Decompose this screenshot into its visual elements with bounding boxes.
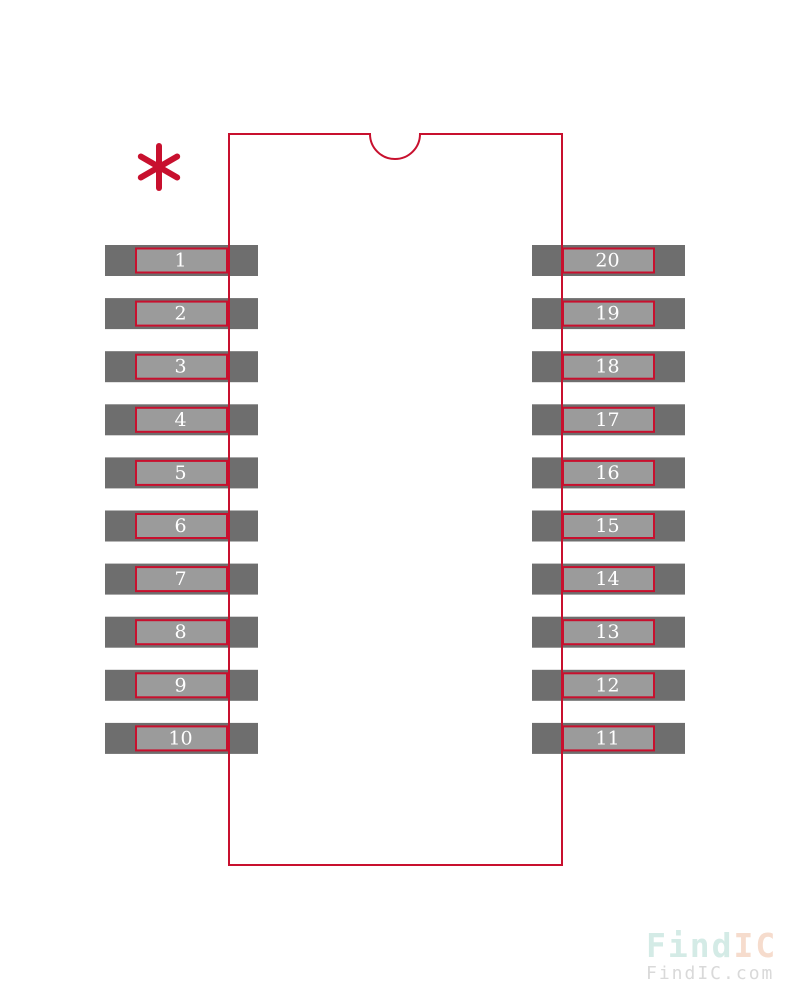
pin-pad-14: 14: [532, 563, 685, 595]
pin-number-label: 13: [595, 621, 619, 643]
pin-number-label: 15: [595, 515, 619, 537]
pin-pad-11: 11: [532, 722, 685, 754]
pin-number-label: 16: [595, 462, 619, 484]
pin-number-label: 3: [174, 356, 186, 378]
pin-pad-3: 3: [105, 351, 258, 383]
pad-inner-outline: [135, 459, 228, 486]
pin-number-label: 9: [174, 674, 186, 696]
pin-pad-20: 20: [532, 245, 685, 276]
pin-number-label: 20: [595, 250, 619, 272]
findic-logo: FindIC: [646, 926, 775, 965]
pin-pad-2: 2: [105, 298, 258, 330]
pin-pad-13: 13: [532, 616, 685, 648]
pad-inner-outline: [135, 353, 228, 380]
pin-pad-9: 9: [105, 669, 258, 701]
pin-pad-7: 7: [105, 563, 258, 595]
pad-inner-outline: [562, 247, 655, 274]
pin-pad-6: 6: [105, 510, 258, 542]
pad-inner-outline: [135, 406, 228, 433]
logo-part-ic: IC: [733, 926, 778, 965]
asterisk-stroke: [137, 153, 181, 181]
pin-pad-15: 15: [532, 510, 685, 542]
pin-number-label: 17: [595, 409, 619, 431]
pin-number-label: 4: [174, 409, 186, 431]
pad-inner-outline: [562, 353, 655, 380]
pad-inner-outline: [135, 619, 228, 646]
pin-number-label: 10: [168, 727, 192, 749]
pad-inner-outline: [562, 619, 655, 646]
pin-number-label: 8: [174, 621, 186, 643]
pad-inner-outline: [135, 247, 228, 274]
pin-pad-16: 16: [532, 457, 685, 489]
pin-pad-17: 17: [532, 404, 685, 436]
pin-number-label: 6: [174, 515, 186, 537]
pin-pad-1: 1: [105, 245, 258, 276]
pin-number-label: 1: [174, 250, 186, 272]
pin-number-label: 12: [595, 674, 619, 696]
pad-inner-outline: [135, 513, 228, 539]
pin-number-label: 19: [595, 303, 619, 325]
pad-inner-outline: [135, 566, 228, 593]
pin-pad-18: 18: [532, 351, 685, 383]
pin-number-label: 11: [595, 727, 619, 749]
pin-pad-12: 12: [532, 669, 685, 701]
ic-body-outline: [228, 133, 563, 866]
findic-url: FindIC.com: [646, 963, 775, 984]
pin-number-label: 5: [174, 462, 186, 484]
pad-inner-outline: [135, 300, 228, 327]
pin-pad-5: 5: [105, 457, 258, 489]
pin-pad-10: 10: [105, 722, 258, 754]
pin-number-label: 18: [595, 356, 619, 378]
logo-part-find: Find: [646, 926, 734, 965]
pin-number-label: 2: [174, 303, 186, 325]
pin-pad-4: 4: [105, 404, 258, 436]
pad-inner-outline: [562, 300, 655, 327]
pad-inner-outline: [135, 672, 228, 699]
pad-inner-outline: [562, 725, 655, 752]
findic-watermark: FindIC FindIC.com: [646, 926, 775, 984]
pad-inner-outline: [562, 513, 655, 539]
pin-pad-8: 8: [105, 616, 258, 648]
pin-number-label: 7: [174, 568, 186, 590]
pad-inner-outline: [135, 725, 228, 752]
pin1-marker-icon: [137, 143, 181, 191]
pin-number-label: 14: [595, 568, 619, 590]
pin-pad-19: 19: [532, 298, 685, 330]
pad-inner-outline: [562, 672, 655, 699]
